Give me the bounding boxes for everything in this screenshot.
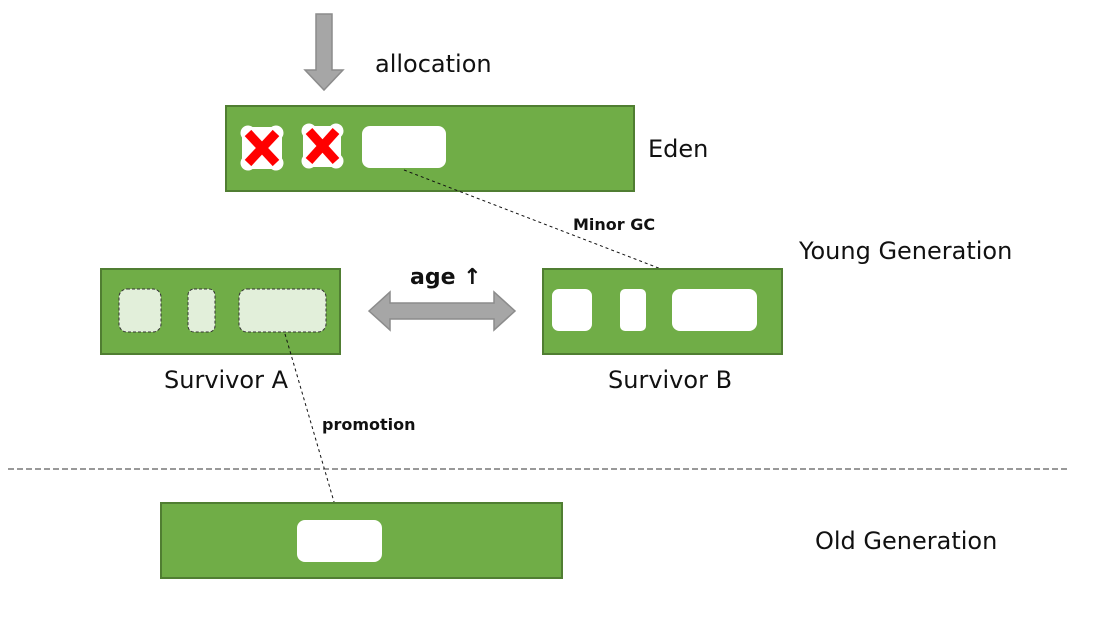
eden-deleted-object-2 — [301, 123, 344, 169]
survivor-a-label: Survivor A — [164, 366, 289, 394]
x-mark-icon — [301, 123, 344, 169]
promotion-arrow — [284, 333, 341, 520]
survivor-b-label: Survivor B — [608, 366, 732, 394]
old-generation-object — [297, 520, 382, 562]
eden-deleted-object-1 — [240, 125, 284, 171]
survivor-a-object-2 — [187, 288, 216, 333]
survivor-b-object-3 — [672, 289, 757, 331]
old-generation-label: Old Generation — [815, 527, 997, 555]
minor-gc-arrow — [403, 169, 714, 290]
minor-gc-label: Minor GC — [573, 215, 655, 234]
young-generation-label: Young Generation — [798, 237, 1012, 265]
survivor-b-object-1 — [552, 289, 592, 331]
survivor-a-object-1 — [118, 288, 162, 333]
survivor-b-object-2 — [620, 289, 646, 331]
promotion-label: promotion — [322, 415, 416, 434]
eden-label: Eden — [648, 135, 708, 163]
age-label: age ↑ — [410, 265, 482, 290]
eden-live-object — [362, 126, 446, 168]
allocation-arrow — [303, 13, 345, 92]
survivor-a-object-3 — [238, 288, 327, 333]
x-mark-icon — [240, 125, 284, 171]
age-double-arrow — [367, 290, 517, 332]
allocation-label: allocation — [375, 50, 492, 78]
